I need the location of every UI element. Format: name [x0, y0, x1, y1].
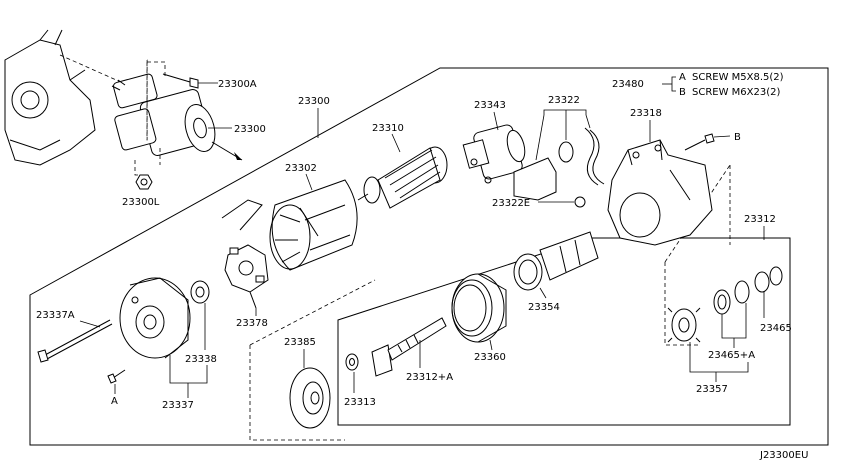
leader-line [543, 109, 587, 115]
screw-A-drawing [107, 369, 126, 384]
label-23322: 23322 [548, 95, 580, 106]
leader-line [169, 355, 208, 384]
leader-line [585, 114, 591, 129]
engine-block-illustration [4, 29, 151, 166]
label-23343: 23343 [474, 100, 506, 111]
bolt-B-drawing [684, 133, 731, 151]
yoke-23302-drawing [269, 179, 358, 271]
ball-23322E-drawing [574, 196, 586, 208]
brush-holder-23378-drawing [221, 199, 269, 309]
screw-row-A-key: A [679, 72, 686, 83]
lever-23322-drawing [513, 127, 605, 201]
ref-B-label: B [734, 132, 741, 143]
pinion-23357-drawing [667, 266, 783, 343]
label-23300: 23300 [234, 124, 266, 135]
bushing-23338-drawing [190, 280, 210, 304]
through-bolt-23337A-drawing [37, 319, 113, 363]
screw-table-23480: 23480 A SCREW M5X8.5(2) B SCREW M6X23(2) [612, 72, 784, 98]
leader-line [535, 114, 545, 161]
dashed-group-left [249, 345, 345, 441]
shaft-23312A-drawing [371, 317, 447, 377]
assembly-frame [29, 67, 829, 446]
leader-line [689, 342, 749, 373]
diagram-code: J23300EU [759, 450, 808, 461]
dashed-line [147, 61, 166, 78]
leader-line [539, 287, 547, 299]
label-23465: 23465 [760, 323, 792, 334]
label-23480: 23480 [612, 79, 644, 90]
label-23465A: 23465+A [708, 350, 755, 361]
leader-line [493, 111, 499, 131]
label-23318: 23318 [630, 108, 662, 119]
plate-23385-drawing [289, 367, 331, 429]
dashed-group-right [664, 262, 700, 346]
label-23313: 23313 [344, 397, 376, 408]
dashed-line [249, 279, 376, 346]
leader-line [79, 320, 101, 328]
clutch-23354-drawing [513, 231, 599, 291]
label-23300A: 23300A [218, 79, 257, 90]
leader-line [305, 173, 313, 191]
starter-motor-assembly [111, 73, 243, 161]
dashed-line [134, 160, 145, 176]
screw-row-B-key: B [679, 87, 686, 98]
housing-23318-drawing [607, 139, 713, 246]
label-23302: 23302 [285, 163, 317, 174]
label-23357: 23357 [696, 384, 728, 395]
label-23378: 23378 [236, 318, 268, 329]
screw-row-B-text: SCREW M6X23(2) [692, 87, 780, 98]
rear-cover-23337-drawing [119, 277, 191, 359]
bolt-23300A-drawing [162, 73, 218, 89]
solenoid-23343-drawing [462, 124, 526, 184]
label-23300-frame: 23300 [298, 96, 330, 107]
label-23300L: 23300L [122, 197, 160, 208]
label-23337A: 23337A [36, 310, 75, 321]
label-23337: 23337 [162, 400, 194, 411]
leader-line [489, 339, 493, 351]
internal-gear-23360-drawing [451, 273, 507, 343]
leader-line [391, 133, 401, 153]
label-23354: 23354 [528, 302, 560, 313]
screw-row-A-text: SCREW M5X8.5(2) [692, 72, 784, 83]
armature-23310-drawing [357, 146, 448, 209]
label-23385: 23385 [284, 337, 316, 348]
label-23312: 23312 [744, 214, 776, 225]
gear-23313-drawing [345, 353, 359, 371]
nut-23300L-drawing [135, 174, 153, 190]
label-23322E: 23322E [492, 198, 530, 209]
shape [195, 286, 205, 298]
label-23360: 23360 [474, 352, 506, 363]
label-23310: 23310 [372, 123, 404, 134]
label-23338: 23338 [185, 354, 217, 365]
label-23312A: 23312+A [406, 372, 453, 383]
ref-A-label: A [111, 396, 118, 407]
